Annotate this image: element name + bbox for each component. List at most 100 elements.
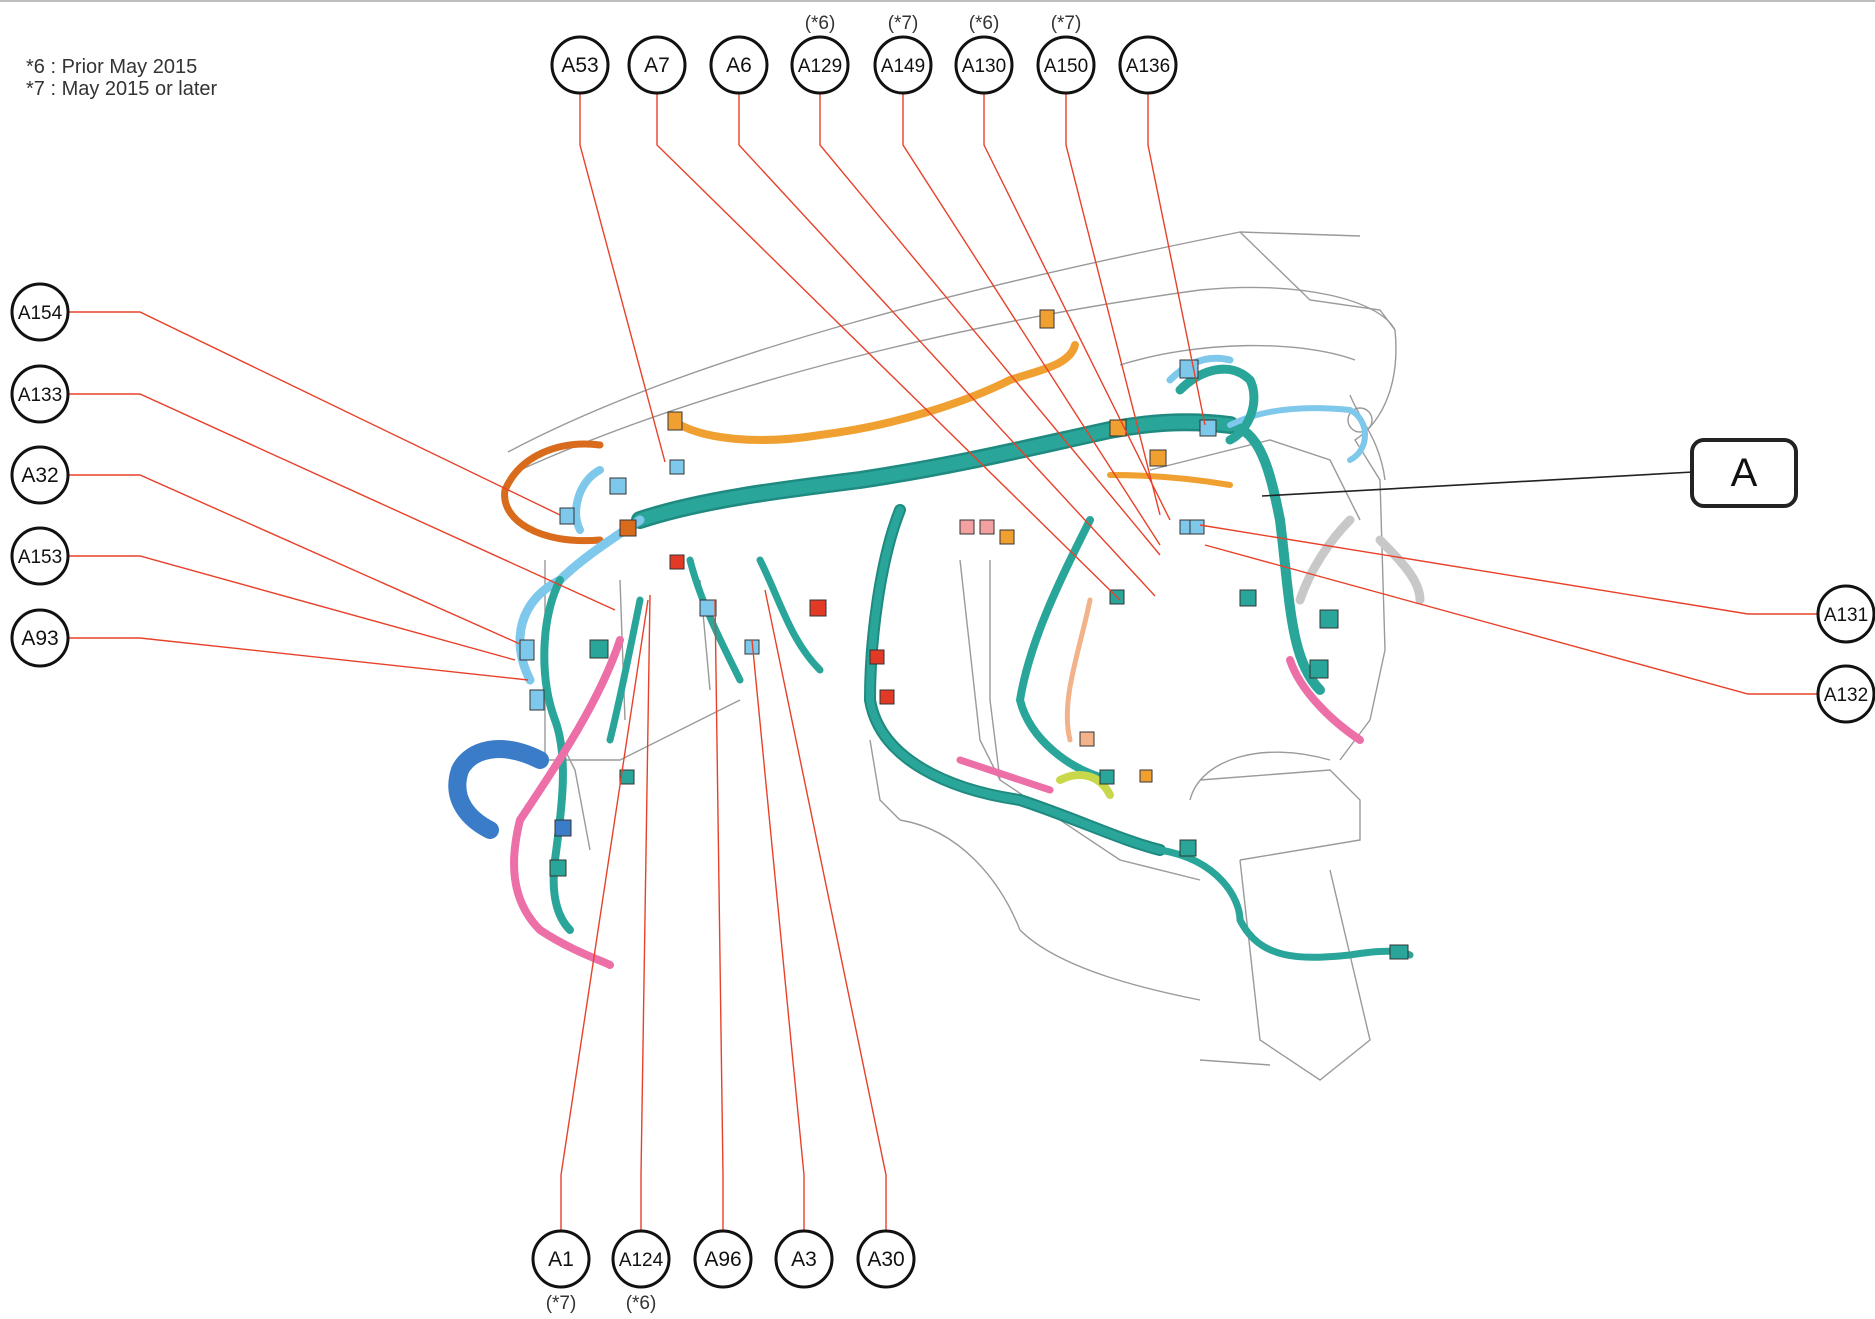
callout-circle: [1816, 664, 1875, 724]
callout-label: A136: [1126, 56, 1170, 77]
callout-circle: [790, 35, 850, 95]
callout-label: A153: [18, 547, 62, 568]
callout-a6: A6: [709, 35, 769, 95]
callout-a129-leader: [819, 93, 1161, 556]
callout-a30: A30: [856, 1229, 916, 1289]
callout-label: A32: [21, 464, 58, 487]
callout-label: A1: [548, 1248, 574, 1271]
callout-a130-leader: [983, 93, 1171, 521]
callout-label: A93: [21, 627, 58, 650]
callout-label: A30: [867, 1248, 904, 1271]
callout-a1: A1 (*7): [531, 1229, 591, 1314]
callout-a7-leader: [656, 93, 1121, 601]
callout-a133: A133: [10, 364, 70, 424]
callout-a132-leader: [1204, 544, 1818, 695]
callout-a93: A93: [10, 608, 70, 668]
callout-a129: A129 (*6): [790, 13, 850, 95]
callout-label: A133: [18, 385, 62, 406]
callout-a154: A154: [10, 282, 70, 342]
callout-label: A6: [726, 54, 752, 77]
callout-label: A130: [962, 56, 1006, 77]
section-marker-box: [1690, 438, 1798, 508]
section-marker-leader: [1261, 471, 1694, 497]
legend: *6 : Prior May 2015 *7 : May 2015 or lat…: [26, 56, 217, 100]
callout-label: A3: [791, 1248, 817, 1271]
callout-a53: A53: [550, 35, 610, 95]
callout-a130: A130 (*6): [954, 13, 1014, 95]
callout-label: A150: [1044, 56, 1088, 77]
callout-a124-leader: [640, 594, 651, 1231]
section-marker-label: A: [1731, 451, 1758, 495]
callout-label: A7: [644, 54, 670, 77]
callout-label: A96: [704, 1248, 741, 1271]
callout-a96: A96: [693, 1229, 753, 1289]
callout-a3-leader: [751, 639, 805, 1231]
callout-a32: A32: [10, 445, 70, 505]
callout-note: (*6): [805, 13, 836, 34]
callout-a53-leader: [579, 93, 666, 463]
callout-circle: [10, 608, 70, 668]
callout-a150-leader: [1065, 93, 1161, 516]
callout-label: A129: [798, 56, 842, 77]
orange-harness: [668, 341, 1079, 444]
callout-circle: [10, 526, 70, 586]
callout-circle: [611, 1229, 671, 1289]
dark-blue-harness: [448, 740, 549, 839]
callout-circle: [856, 1229, 916, 1289]
grey-harness: [1295, 515, 1355, 605]
callout-a1-leader: [560, 599, 649, 1231]
orange-harness-lower: [1107, 472, 1233, 488]
callout-a131-leader: [1199, 524, 1818, 615]
callout-a136: A136: [1118, 35, 1178, 95]
callout-a136-leader: [1147, 93, 1206, 426]
callout-label: A149: [881, 56, 925, 77]
callout-label: A124: [619, 1250, 664, 1271]
callout-a132: A132: [1816, 664, 1875, 724]
leader-lines: [68, 93, 1818, 1231]
callout-note: (*6): [626, 1293, 657, 1314]
callout-note: (*7): [546, 1293, 577, 1314]
callout-a30-leader: [764, 589, 887, 1231]
callout-circle: [1816, 584, 1875, 644]
callout-a149: A149 (*7): [873, 13, 933, 95]
dashboard-outline: [507, 231, 1397, 1081]
lime-harness: [1056, 771, 1114, 799]
callout-circle: [873, 35, 933, 95]
callout-a133-leader: [68, 393, 616, 611]
callout-a154-leader: [68, 311, 561, 516]
callout-a153: A153: [10, 526, 70, 586]
pink-harness: [510, 636, 624, 969]
callout-note: (*7): [1051, 13, 1082, 34]
legend-line-7: *7 : May 2015 or later: [26, 78, 218, 100]
callout-circle: [550, 35, 610, 95]
callout-a6-leader: [738, 93, 1156, 597]
callout-a7: A7: [627, 35, 687, 95]
callout-a150: A150 (*7): [1036, 13, 1096, 95]
callout-circle: [709, 35, 769, 95]
callout-circle: [693, 1229, 753, 1289]
top-border: [0, 0, 1875, 2]
callout-label: A53: [561, 54, 598, 77]
callout-circle: [1036, 35, 1096, 95]
wire-harness: [448, 341, 1425, 969]
callout-a153-leader: [68, 555, 516, 661]
orange-harness-left: [501, 440, 604, 545]
callout-a3: A3: [774, 1229, 834, 1289]
callout-a131: A131: [1816, 584, 1875, 644]
callout-circle: [627, 35, 687, 95]
callout-circle: [10, 282, 70, 342]
callout-a96-leader: [714, 599, 724, 1231]
callout-label: A131: [1824, 605, 1868, 626]
callout-circle: [10, 364, 70, 424]
callout-note: (*7): [888, 13, 919, 34]
callout-circle: [1118, 35, 1178, 95]
legend-line-6: *6 : Prior May 2015: [26, 56, 198, 78]
callout-a149-leader: [902, 93, 1161, 546]
callout-circle: [954, 35, 1014, 95]
callout-a32-leader: [68, 474, 521, 645]
callout-note: (*6): [969, 13, 1000, 34]
callout-a124: A124 (*6): [611, 1229, 671, 1314]
